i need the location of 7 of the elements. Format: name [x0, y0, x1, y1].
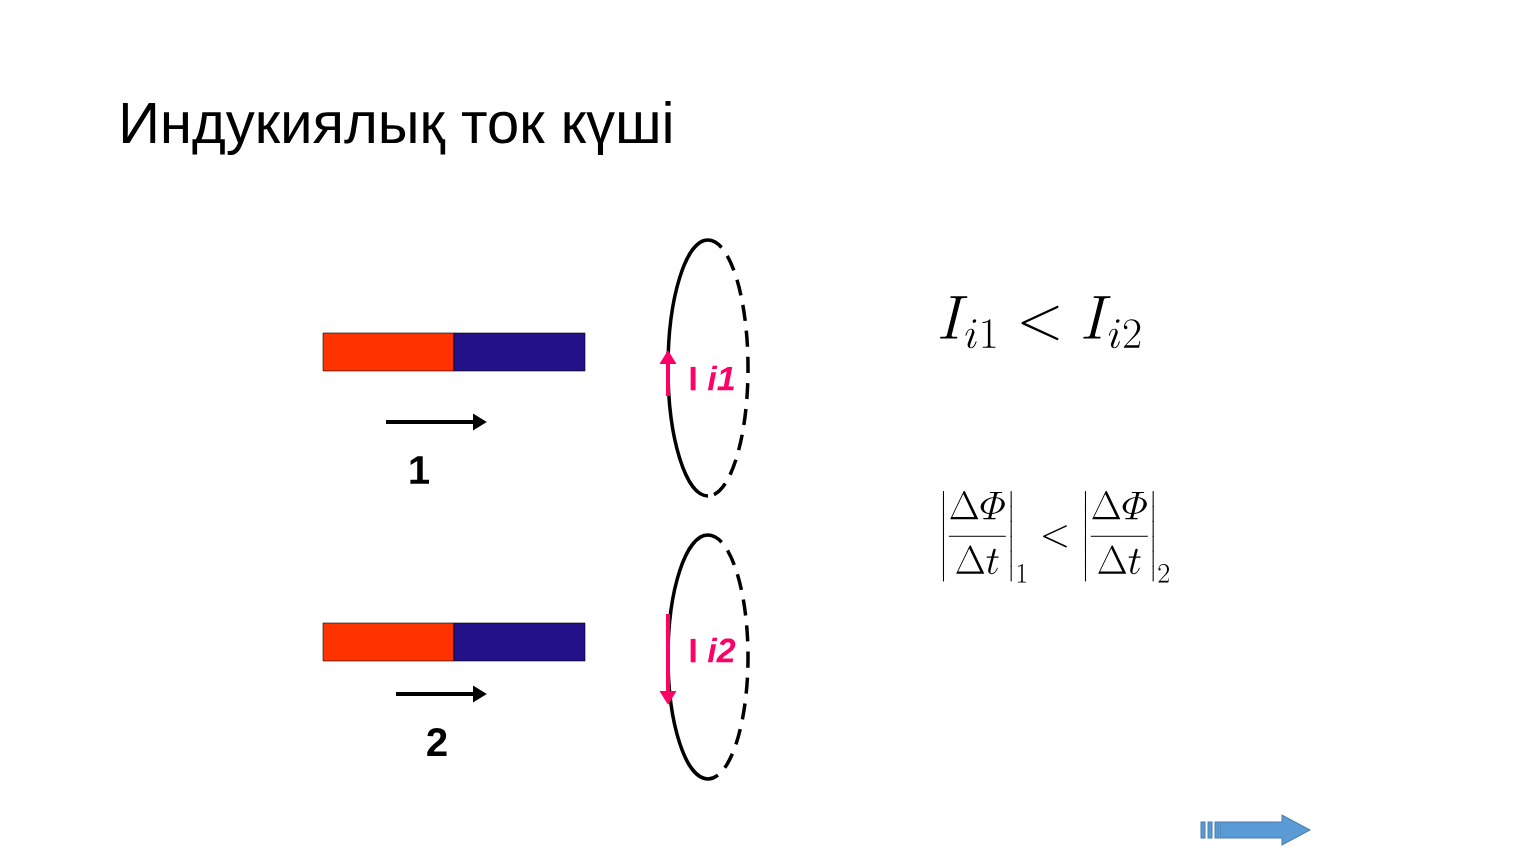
formula: $I_{i1} < I_{i2}$ — [940, 296, 1141, 349]
heading: Индукиялық ток күші — [122, 100, 671, 155]
number-label: 1 — [410, 456, 429, 484]
current-label: I i2 — [690, 637, 736, 663]
current-label: I i1 — [690, 365, 734, 391]
formula: $\left|\frac{\Delta\varPhi}{\Delta t}\right|_1 < \left|\frac{\Delta\varPhi}{\Delta t}\right|_2$ — [942, 490, 1169, 583]
number-label: 2 — [427, 728, 447, 756]
